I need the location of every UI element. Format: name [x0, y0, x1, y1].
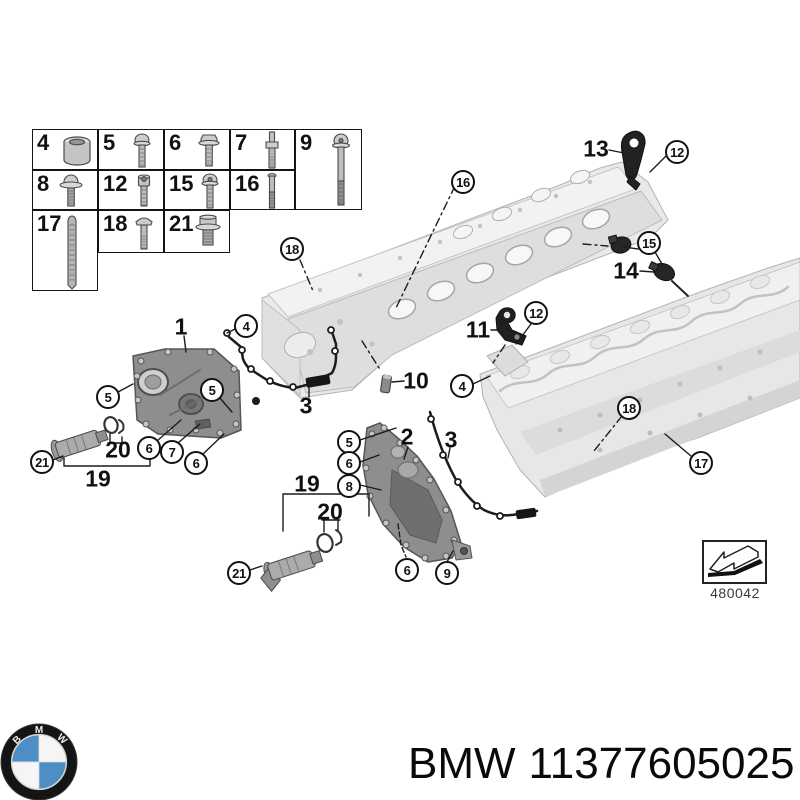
washer-bolt-icon: [59, 174, 83, 207]
timing-cover-1-illustration: [132, 348, 242, 439]
circled-callout: 8: [337, 474, 361, 498]
part-number-label: 10: [403, 367, 429, 394]
table-cell-part-21: 21: [164, 210, 230, 253]
lifting-eye-illustration: [620, 130, 646, 191]
circled-callout: 18: [280, 237, 304, 261]
part-number-label: 3: [299, 392, 313, 419]
circled-callout: 15: [637, 231, 661, 255]
table-cell-part-15: 15: [164, 170, 230, 210]
circled-callout: 4: [234, 314, 258, 338]
spray-nozzle-left-illustration: [50, 429, 109, 462]
timing-cover-gasket-1-illustration: [223, 326, 339, 405]
table-cell-part-5: 5: [98, 129, 164, 170]
part-number-label: 20: [105, 436, 131, 463]
circled-callout: 21: [30, 450, 54, 474]
part-number-label: 2: [400, 423, 414, 450]
valve-cover-gasket-line: [498, 285, 790, 393]
circled-callout: 17: [689, 451, 713, 475]
part-number-label: 19: [85, 465, 111, 492]
long-bolt-icon: [331, 133, 351, 206]
part-number-label: 3: [444, 426, 458, 453]
table-cell-part-16: 16: [230, 170, 295, 210]
torx-bolt-icon: [201, 173, 219, 209]
part-number-label: 13: [583, 135, 609, 162]
stud-bolt-icon: [265, 131, 279, 169]
part-number-label: 18: [103, 211, 128, 236]
view-direction-box: [702, 540, 767, 584]
part-number-label: 1: [174, 313, 188, 340]
circled-callout: 16: [451, 170, 475, 194]
circled-callout: 6: [137, 436, 161, 460]
round-head-bolt-icon: [133, 133, 151, 168]
circled-callout: 4: [450, 374, 474, 398]
dome-bolt-icon: [135, 217, 153, 250]
direction-arrow-icon: [708, 545, 763, 577]
sleeve-icon: [63, 136, 91, 166]
long-stud-icon: [267, 173, 277, 209]
circled-callout: 5: [337, 430, 361, 454]
timing-cover-2-illustration: [362, 422, 473, 563]
circled-callout: 5: [96, 385, 120, 409]
circled-callout: 6: [184, 451, 208, 475]
circled-callout: 9: [435, 561, 459, 585]
part-number-label: 9: [300, 130, 313, 155]
fastener-table: 4 5 6 7: [32, 129, 364, 293]
flange-bolt-icon: [198, 134, 220, 167]
table-cell-part-9: 9: [295, 129, 362, 210]
bracket-illustration: [495, 307, 527, 346]
table-cell-part-7: 7: [230, 129, 295, 170]
dowel-pin-illustration: [380, 374, 392, 394]
threaded-stud-icon: [67, 215, 77, 290]
part-number-label: 17: [37, 211, 62, 236]
table-cell-part-8: 8: [32, 170, 98, 210]
logo-letter-m: M: [35, 725, 43, 736]
circled-callout: 18: [617, 396, 641, 420]
camshaft-sensor-illustration: [607, 234, 689, 297]
cylinder-head-upper-illustration: [261, 161, 669, 399]
circled-callout: 12: [665, 140, 689, 164]
part-number-label: 14: [613, 257, 639, 284]
part-number-label: 19: [294, 470, 320, 497]
o-ring-left-illustration: [103, 415, 125, 435]
leader-lines: [52, 149, 692, 571]
timing-cover-gasket-2-illustration: [427, 410, 539, 520]
socket-bolt-icon: [137, 174, 151, 207]
bmw-logo: B M W: [0, 723, 78, 800]
part-number-label: 11: [465, 316, 491, 343]
cylinder-head-lower-illustration: [479, 257, 800, 498]
circled-callout: 6: [337, 451, 361, 475]
part-number-label: 5: [103, 130, 116, 155]
circled-callout: 5: [200, 378, 224, 402]
spray-nozzle-center-illustration: [260, 550, 324, 592]
table-cell-part-18: 18: [98, 210, 164, 253]
table-cell-part-4: 4: [32, 129, 98, 170]
table-cell-part-17: 17: [32, 210, 98, 291]
circled-callout: 6: [395, 558, 419, 582]
circled-callout: 21: [227, 561, 251, 585]
diagram-reference-code: 480042: [710, 585, 760, 601]
screw-plug-icon: [195, 214, 221, 246]
part-number-label: 7: [235, 130, 248, 155]
o-ring-center-illustration: [316, 529, 343, 554]
circled-callout: 7: [160, 440, 184, 464]
part-number: 11377605025: [528, 739, 795, 788]
table-cell-part-12: 12: [98, 170, 164, 210]
brand-name: BMW: [408, 739, 516, 788]
part-number-label: 21: [169, 211, 194, 236]
part-number-label: 4: [37, 130, 50, 155]
table-cell-part-6: 6: [164, 129, 230, 170]
circled-callout: 12: [524, 301, 548, 325]
part-number-label: 12: [103, 171, 128, 196]
part-number-label: 6: [169, 130, 182, 155]
part-number-label: 15: [169, 171, 194, 196]
part-number-label: 20: [317, 498, 343, 525]
part-number-label: 8: [37, 171, 50, 196]
part-number-label: 16: [235, 171, 260, 196]
